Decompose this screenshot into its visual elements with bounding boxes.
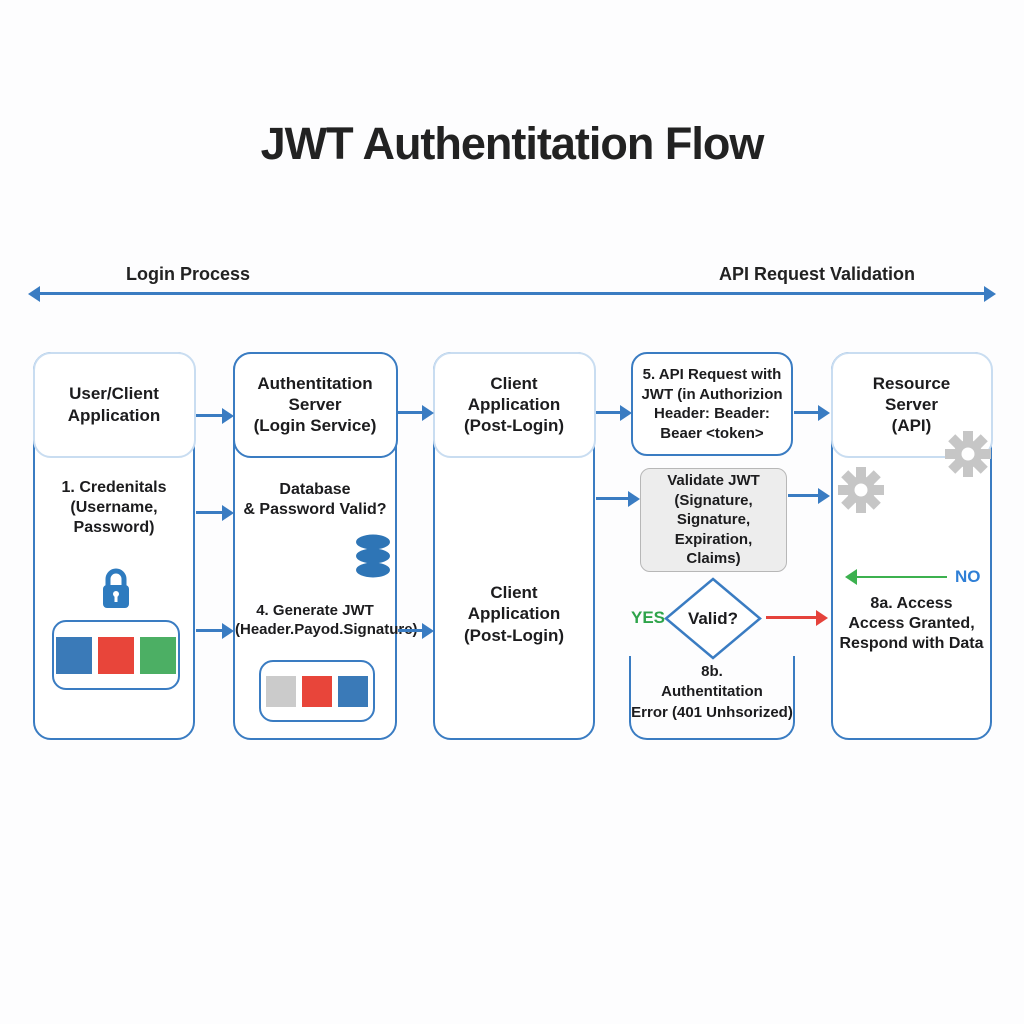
jwt-payload-block xyxy=(302,675,332,707)
auth-server-header: Authentitation Server (Login Service) xyxy=(232,351,398,458)
flow-line xyxy=(794,411,820,414)
gear-icon xyxy=(945,431,991,477)
access-granted-text: 8a. Access Access Granted, Respond with … xyxy=(839,595,984,652)
diamond-shape-icon xyxy=(664,577,762,660)
column-auth-server: Authentitation Server (Login Service) Da… xyxy=(232,351,418,740)
no-return-line xyxy=(855,576,947,578)
jwt-payload-block xyxy=(98,636,134,674)
db-valid-text: Database & Password Valid? xyxy=(243,481,387,518)
decision-label: Valid? xyxy=(687,608,739,628)
column-user-client-app: User/Client Application 1. Credenitals (… xyxy=(32,351,196,740)
flow-line xyxy=(596,497,630,500)
arrowhead-left-icon xyxy=(28,285,40,302)
invalid-path-arrowhead-icon xyxy=(816,609,828,626)
flow-arrowhead-icon xyxy=(620,404,632,421)
jwt-signature-block xyxy=(140,636,176,674)
database-icon xyxy=(356,534,390,578)
flow-arrowhead-icon xyxy=(818,487,830,504)
jwt-header-block xyxy=(266,675,296,707)
flow-line xyxy=(596,411,622,414)
flow-line xyxy=(196,414,224,417)
flow-arrowhead-icon xyxy=(222,504,234,521)
flow-arrowhead-icon xyxy=(818,404,830,421)
user-client-header: User/Client Application xyxy=(32,351,196,458)
generate-jwt-text: 4. Generate JWT (Header.Payod.Signature) xyxy=(235,602,418,638)
flow-line xyxy=(196,511,224,514)
flow-arrowhead-icon xyxy=(628,490,640,507)
valid-decision-diamond: Valid? xyxy=(663,576,763,661)
flow-arrowhead-icon xyxy=(422,404,434,421)
client-app-body: Client Application (Post-Login) xyxy=(463,583,565,645)
flow-line xyxy=(398,629,424,632)
column-resource-server: Resource Server (API) xyxy=(830,351,993,740)
page-title: JWT Authentitation Flow xyxy=(260,118,765,169)
flow-arrowhead-icon xyxy=(222,622,234,639)
validate-jwt-box: Validate JWT (Signature, Signature, Expi… xyxy=(640,468,787,572)
credentials-text: 1. Credenitals (Username, Password) xyxy=(61,479,167,536)
phase-label-login: Login Process xyxy=(125,264,251,284)
api-request-box: 5. API Request with JWT (in Authorizion … xyxy=(631,352,793,456)
phase-label-api: API Request Validation xyxy=(718,264,916,284)
jwt-header-block xyxy=(56,636,92,674)
client-app-header: Client Application (Post-Login) xyxy=(432,351,596,458)
lock-icon xyxy=(103,568,129,608)
arrowhead-right-icon xyxy=(984,285,996,302)
invalid-path-line xyxy=(766,616,818,619)
phase-span-line xyxy=(40,292,984,295)
flow-line xyxy=(398,411,424,414)
gear-icon xyxy=(838,467,884,513)
jwt-token-blocks xyxy=(52,620,180,690)
yes-branch-label: YES xyxy=(631,608,666,627)
no-branch-label: NO xyxy=(955,567,981,586)
column-client-app: Client Application (Post-Login) Client A… xyxy=(432,351,596,740)
jwt-token-blocks xyxy=(259,660,375,722)
flow-arrowhead-icon xyxy=(222,407,234,424)
no-return-arrowhead-icon xyxy=(845,568,857,585)
flow-arrowhead-icon xyxy=(422,622,434,639)
jwt-signature-block xyxy=(338,675,368,707)
flow-line xyxy=(788,494,820,497)
auth-error-box: 8b. Authentitation Error (401 Unhsorized… xyxy=(629,656,795,740)
flow-line xyxy=(196,629,224,632)
